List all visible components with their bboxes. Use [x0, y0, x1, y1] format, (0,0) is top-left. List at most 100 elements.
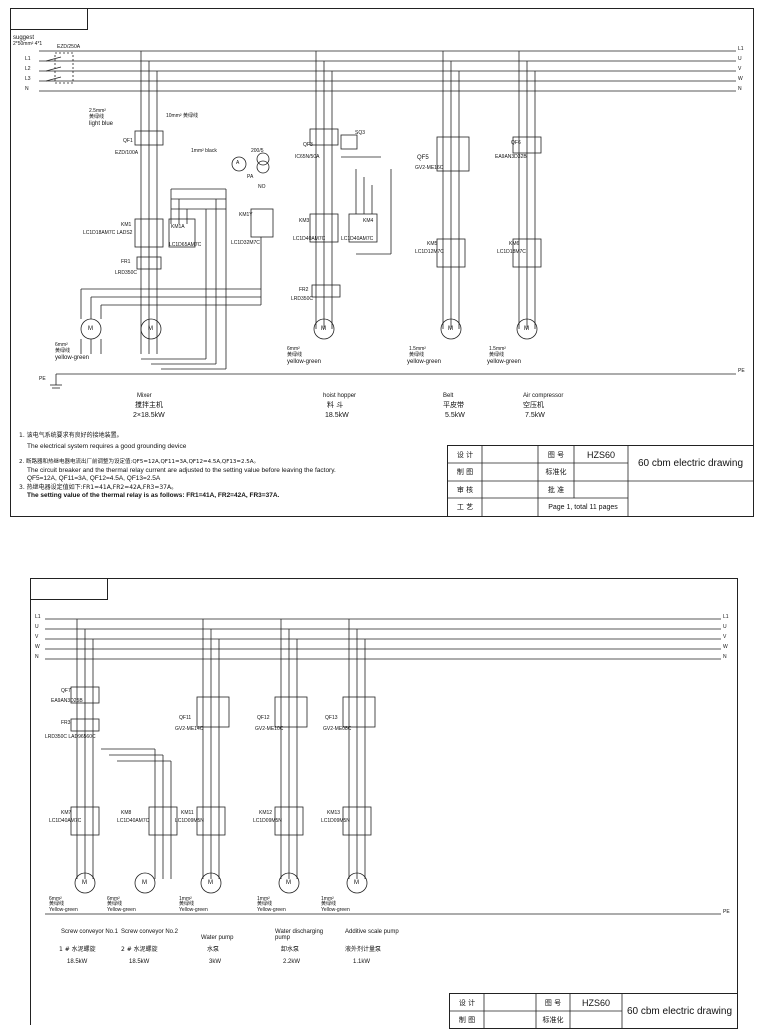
- qf7-label: QF7: [61, 688, 71, 694]
- belt-cable-color: yellow-green: [407, 359, 442, 365]
- b1-power: 18.5kW: [67, 959, 88, 965]
- note-2-en: The circuit breaker and the thermal rela…: [27, 467, 336, 474]
- km13-model: LC1D09M5N: [321, 818, 350, 824]
- air-motor-symbol: M: [524, 326, 529, 332]
- air-cable-cn: 黄绿线: [489, 352, 505, 358]
- qf5-label: QF5: [417, 155, 429, 161]
- qf11-model: GV2-ME14C: [175, 726, 204, 732]
- bus-label-l2: L2: [25, 66, 31, 72]
- b3-cn: 水泵: [207, 946, 220, 953]
- b4-cable-cn: 黄绿线: [257, 901, 273, 907]
- tb1-title: 60 cbm electric drawing: [637, 458, 744, 469]
- tb1-craft: 工 艺: [456, 503, 474, 511]
- s2-bus-l1: L1: [35, 614, 41, 620]
- b1-cable-color: Yellow-green: [49, 907, 78, 913]
- load-air-power: 7.5kW: [525, 412, 545, 419]
- tb1-drawn: 制 图: [456, 468, 474, 476]
- bus-right-l1: L1: [738, 46, 744, 52]
- load-belt-cn: 平皮带: [443, 401, 464, 409]
- drawing-sheet-2: L1 U V W N L1 U V W N PE QF7 EA9AN3D25B …: [30, 578, 738, 1029]
- note-1-cn: 1. 该电气系统要求有良好的接地装置。: [19, 432, 123, 439]
- air-cable: 1.5mm²: [489, 346, 506, 352]
- load-belt-en: Belt: [443, 393, 454, 399]
- km7-label: KM7: [61, 810, 72, 816]
- s2-bus-w: W: [35, 644, 40, 650]
- km12-label: KM12: [259, 810, 273, 816]
- load-mixer-en: Mixer: [137, 393, 152, 399]
- note-1-en: The electrical system requires a good gr…: [27, 443, 187, 450]
- mixer-cable-color: yellow-green: [55, 355, 90, 361]
- note-2-cn: 2. 断路器和热继电器电流出厂前调整为设定值:QF5=12A,QF11=3A,Q…: [19, 459, 260, 465]
- title-block-1: 设 计 制 图 审 核 工 艺 图 号 HZS60 标准化 批 准 Page 1…: [447, 445, 754, 517]
- suggest-label: suggest: [13, 35, 35, 41]
- b3-en: Water pump: [201, 935, 234, 941]
- km8-model: LC1D40AM7C: [117, 818, 150, 824]
- s2-bus-u: U: [35, 624, 39, 630]
- s2-bus-right-n: N: [723, 654, 727, 660]
- tb1-drawing-no-label: 图 号: [547, 450, 565, 459]
- b2-cn: 2 # 水泥螺旋: [121, 946, 158, 953]
- fr1-label: FR1: [121, 259, 131, 265]
- air-cable-color: yellow-green: [487, 359, 522, 365]
- b3-cable-color: Yellow-green: [179, 907, 208, 913]
- b5-power: 1.1kW: [353, 959, 371, 965]
- tb1-approve: 批 准: [547, 485, 565, 494]
- b2-cable: 6mm²: [107, 896, 120, 902]
- belt-cable: 1.5mm²: [409, 346, 426, 352]
- load-hopper-power: 18.5kW: [325, 412, 349, 419]
- qf5-model: GV2-ME16C: [415, 165, 444, 171]
- drawing-sheet-1: suggest 2*50mm² 4*1 EZD/250A L1 L2 L3 N …: [10, 8, 754, 517]
- wire-size-note: 2.5mm²: [89, 108, 106, 114]
- b4-motor-symbol: M: [286, 880, 291, 886]
- load-hopper-en: hoist hopper: [323, 393, 357, 399]
- hopper-motor-symbol: M: [321, 326, 326, 332]
- belt-cable-cn: 黄绿线: [409, 352, 425, 358]
- fr3-label: FR3: [61, 720, 71, 726]
- s2-bus-right-v: V: [723, 634, 727, 640]
- km1a-label: KM1A: [171, 224, 185, 230]
- fr3-model: LRD350C LAD96560C: [45, 734, 96, 740]
- load-mixer-cn: 搅拌主机: [135, 401, 163, 409]
- b5-motor-symbol: M: [354, 880, 359, 886]
- b3-cable-cn: 黄绿线: [179, 901, 195, 907]
- pa-label: PA: [247, 174, 254, 180]
- km1y-label: KM1Y: [239, 212, 253, 218]
- title-block-2: 设 计 制 图 图 号 HZS60 标准化 60 cbm electric dr…: [449, 993, 738, 1029]
- qf12-model: GV2-ME10C: [255, 726, 284, 732]
- b5-cable: 1mm²: [321, 896, 334, 902]
- km5-label: KM5: [427, 241, 438, 247]
- tb1-page: Page 1, total 11 pages: [548, 503, 618, 511]
- b5-cable-color: Yellow-green: [321, 907, 350, 913]
- mixer-cable: 6mm²: [55, 342, 68, 348]
- note-3-cn: 3. 热继电器设定值如下:FR1=41A,FR2=42A,FR3=37A。: [19, 484, 178, 491]
- black-wire-note: 1mm² black: [191, 148, 217, 154]
- load-air-cn: 空压机: [523, 401, 544, 409]
- bus-right-u: U: [738, 56, 742, 62]
- b1-motor-symbol: M: [82, 880, 87, 886]
- bus-right-n: N: [738, 86, 742, 92]
- km11-model: LC1D09M5N: [175, 818, 204, 824]
- note-3-en: The setting value of the thermal relay i…: [27, 492, 280, 499]
- km4-label: KM4: [363, 218, 374, 224]
- b5-en: Additive scale pump: [345, 929, 399, 935]
- bus-right-w: W: [738, 76, 743, 82]
- b2-cable-color: Yellow-green: [107, 907, 136, 913]
- fr2-model: LRD350C: [291, 296, 313, 302]
- sq3-label: SQ3: [355, 130, 366, 136]
- note-2-values: QF5=12A, QF11=3A, QF12=4.5A, QF13=2.5A: [27, 475, 161, 482]
- b2-cable-cn: 黄绿线: [107, 901, 123, 907]
- tb2-design: 设 计: [458, 998, 476, 1007]
- s2-bus-right-l1: L1: [723, 614, 729, 620]
- tb1-check: 审 核: [456, 485, 474, 494]
- qf1-model: EZD/100A: [115, 150, 139, 156]
- ct-ratio-label: 200/5: [251, 148, 264, 154]
- b1-cable: 6mm²: [49, 896, 62, 902]
- wire-color-note: light blue: [89, 121, 114, 127]
- hopper-cable-cn: 黄绿线: [287, 352, 303, 358]
- bus-label-n: N: [25, 86, 29, 92]
- b3-power: 3kW: [209, 959, 221, 965]
- km1-model: LC1D18AM7C LADS2: [83, 230, 133, 236]
- qf1-label: QF1: [123, 138, 133, 144]
- b4-power: 2.2kW: [283, 959, 301, 965]
- b5-cn: 液外剂计量泵: [345, 946, 382, 953]
